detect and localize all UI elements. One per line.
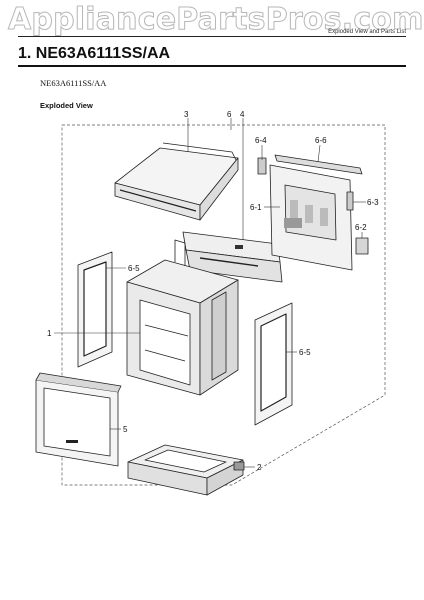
callout-6-6: 6-6 — [315, 136, 327, 145]
part-oven-door — [35, 372, 122, 467]
callout-6: 6 — [227, 110, 232, 119]
callout-6-3: 6-3 — [367, 198, 379, 207]
leader-lines — [54, 118, 366, 468]
leader-6-6 — [317, 144, 321, 163]
part-side-panel-left — [77, 251, 113, 368]
watermark: AppliancePartsPros.com — [8, 2, 424, 38]
part-upper-left-bracket — [257, 157, 267, 175]
callout-6-2: 6-2 — [355, 223, 367, 232]
callout-1: 1 — [47, 329, 52, 338]
part-control-panel — [182, 231, 283, 283]
callout-6-5-right: 6-5 — [299, 348, 311, 357]
section-heading: Exploded View — [40, 101, 93, 110]
callout-5: 5 — [123, 425, 128, 434]
part-terminal-bracket — [355, 237, 369, 255]
callout-3: 3 — [184, 110, 189, 119]
part-cooktop — [114, 142, 239, 221]
part-oven-cavity — [126, 239, 239, 396]
page-title: 1. NE63A6111SS/AA — [18, 45, 171, 62]
header-right-text: Exploded View and Parts List — [328, 29, 406, 35]
part-top-rear-bracket — [274, 154, 363, 175]
part-side-panel-right — [254, 302, 293, 426]
part-back-cover — [269, 164, 353, 271]
callout-6-5-left: 6-5 — [128, 264, 140, 273]
callout-2: 2 — [257, 463, 262, 472]
part-storage-drawer — [127, 444, 245, 496]
callout-6-1: 6-1 — [250, 203, 262, 212]
callout-6-4: 6-4 — [255, 136, 267, 145]
part-rear-side-bracket — [346, 191, 354, 211]
model-subtitle: NE63A6111SS/AA — [40, 78, 107, 88]
header-rule — [18, 36, 406, 37]
callout-4: 4 — [240, 110, 245, 119]
title-rule — [18, 65, 406, 67]
